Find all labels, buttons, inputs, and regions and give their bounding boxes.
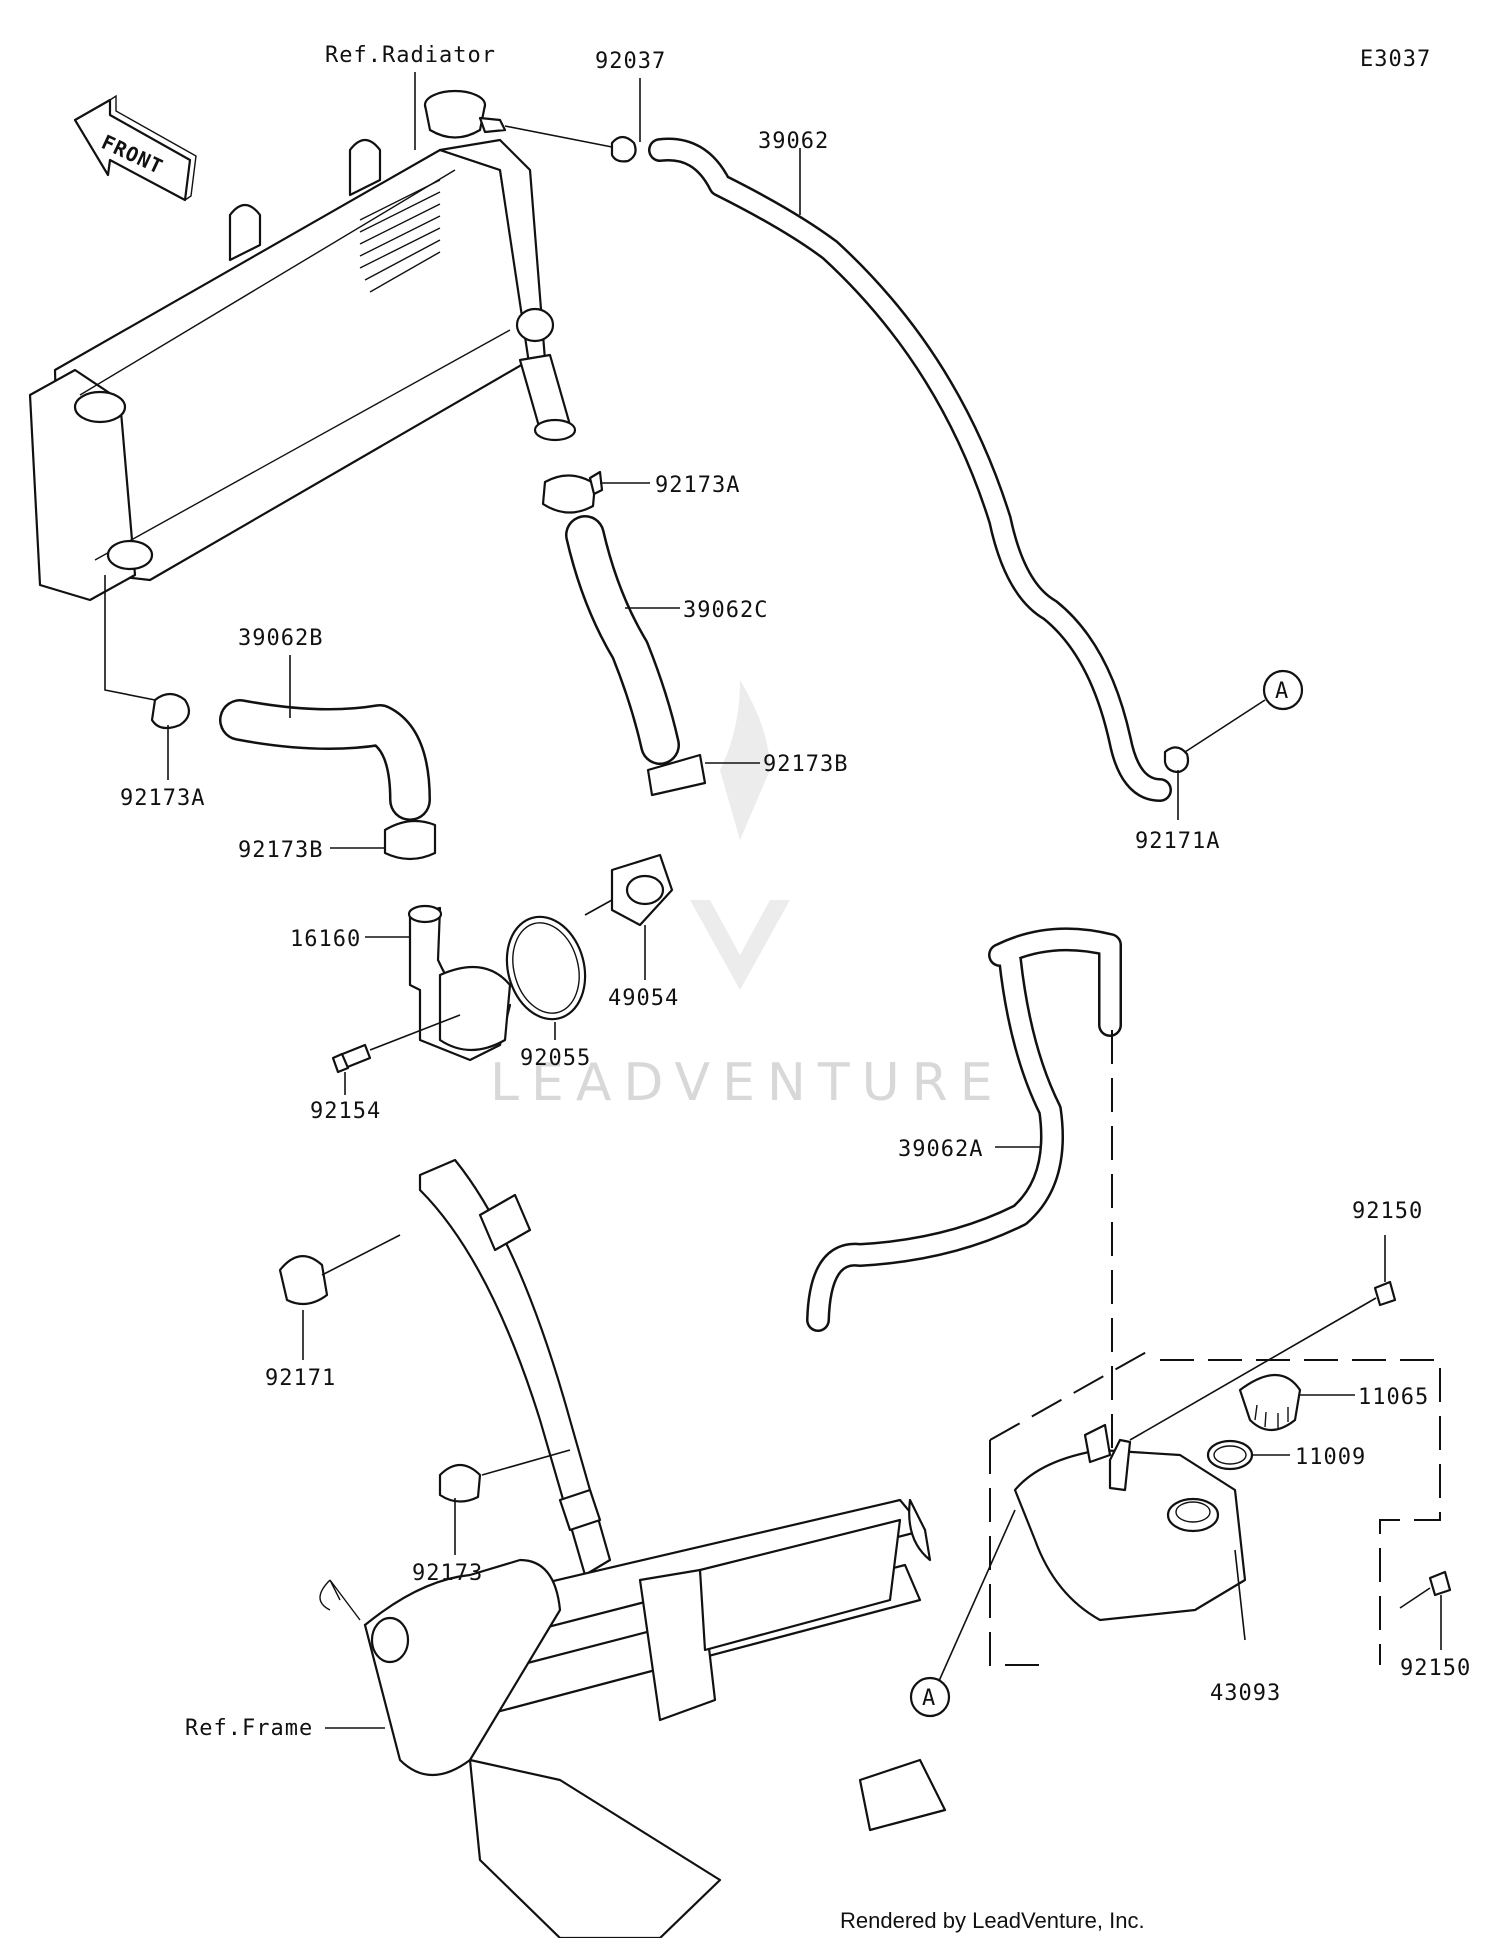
part-92173B-left-clamp[interactable] (383, 819, 437, 861)
label-39062: 39062 (758, 129, 829, 154)
part-16160-housing[interactable] (407, 904, 512, 1062)
label-92173B-right: 92173B (763, 752, 848, 777)
part-39062-hose[interactable] (648, 137, 1172, 802)
label-92154: 92154 (310, 1099, 381, 1124)
part-92173B-right-clamp[interactable] (646, 753, 707, 797)
connector-A-bottom-label: A (922, 1686, 936, 1711)
part-92055-oring[interactable] (496, 908, 596, 1028)
label-39062C: 39062C (683, 598, 768, 623)
label-92150-top: 92150 (1352, 1199, 1423, 1224)
part-92171-clip[interactable] (278, 1255, 329, 1306)
part-39062A-hose[interactable] (806, 927, 1122, 1332)
part-43093-reserve-tank[interactable] (1013, 1423, 1247, 1622)
label-39062A: 39062A (898, 1137, 983, 1162)
label-92037: 92037 (595, 49, 666, 74)
ref-radiator-label: Ref.Radiator (325, 43, 496, 68)
frame[interactable] (319, 1158, 947, 1938)
connector-A-top-label: A (1275, 679, 1289, 704)
part-92173-clip[interactable] (438, 1463, 482, 1503)
part-39062C-hose[interactable] (565, 515, 680, 765)
diagram-code: E3037 (1360, 47, 1431, 72)
label-92173: 92173 (412, 1561, 483, 1586)
label-49054: 49054 (608, 986, 679, 1011)
ref-frame-label: Ref.Frame (185, 1716, 313, 1741)
front-arrow: FRONT (73, 94, 197, 202)
label-11065: 11065 (1358, 1385, 1429, 1410)
part-11065-cap[interactable] (1238, 1374, 1302, 1432)
part-92150-right-bolt[interactable] (1428, 1570, 1452, 1597)
label-92150-right: 92150 (1400, 1656, 1471, 1681)
footer-credit: Rendered by LeadVenture, Inc. (840, 1908, 1145, 1933)
watermark-text: LEADVENTURE (490, 1053, 1005, 1113)
label-92173B-left: 92173B (238, 838, 323, 863)
front-arrow-icon (73, 98, 192, 202)
label-92171A: 92171A (1135, 829, 1220, 854)
part-92173A-top-clamp[interactable] (541, 470, 604, 514)
label-11009: 11009 (1295, 1445, 1366, 1470)
part-92173A-left-clamp[interactable] (150, 692, 191, 730)
part-92171A-clamp[interactable] (1163, 746, 1190, 774)
connector-A-top (1262, 669, 1304, 711)
part-92150-top-bolt[interactable] (1373, 1280, 1397, 1307)
part-49054-thermostat[interactable] (610, 853, 674, 927)
label-16160: 16160 (290, 927, 361, 952)
watermark-v-icon (690, 900, 790, 990)
radiator-fins (359, 179, 441, 293)
watermark-flame-icon (720, 680, 770, 840)
label-92171: 92171 (265, 1366, 336, 1391)
part-39062B-hose[interactable] (219, 699, 431, 821)
part-92037-clamp[interactable] (610, 135, 637, 163)
label-92173A-left: 92173A (120, 786, 205, 811)
label-92173A-top: 92173A (655, 473, 740, 498)
part-92154-bolt[interactable] (331, 1043, 372, 1074)
label-92055: 92055 (520, 1046, 591, 1071)
connector-A-bottom (909, 1676, 951, 1718)
reserve-tank-bracket (989, 1349, 1441, 1666)
part-11009-gasket[interactable] (1206, 1439, 1254, 1471)
radiator[interactable] (28, 89, 577, 602)
label-43093: 43093 (1210, 1681, 1281, 1706)
watermark: LEADVENTURE (490, 680, 1005, 1113)
label-39062B: 39062B (238, 626, 323, 651)
